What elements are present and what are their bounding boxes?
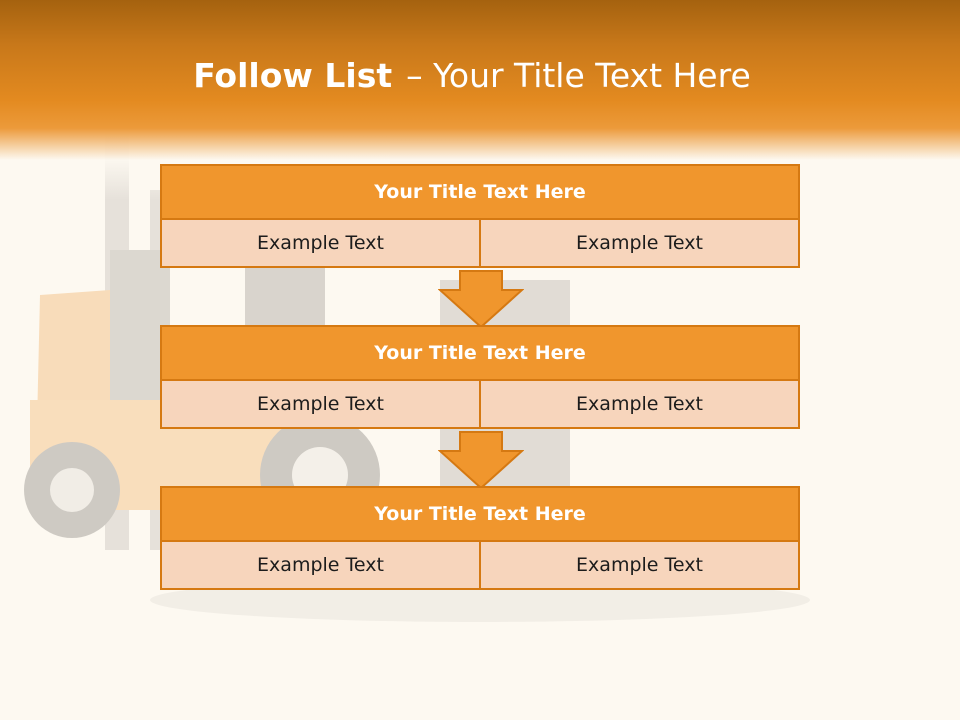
title-bold: Follow List [193, 56, 393, 95]
block-cell-right: Example Text [481, 381, 800, 429]
block-cell-left: Example Text [160, 220, 481, 268]
list-block-2: Your Title Text Here Example Text Exampl… [160, 325, 800, 429]
slide-title: Follow List – Your Title Text Here [0, 56, 944, 95]
down-arrow-icon [438, 431, 524, 489]
list-block-1: Your Title Text Here Example Text Exampl… [160, 164, 800, 268]
block-title: Your Title Text Here [160, 164, 800, 220]
block-cell-left: Example Text [160, 381, 481, 429]
block-row: Example Text Example Text [160, 542, 800, 590]
block-cell-right: Example Text [481, 220, 800, 268]
block-title: Your Title Text Here [160, 486, 800, 542]
down-arrow-icon [438, 270, 524, 328]
title-rest: – Your Title Text Here [406, 56, 751, 95]
block-cell-left: Example Text [160, 542, 481, 590]
block-row: Example Text Example Text [160, 381, 800, 429]
list-block-3: Your Title Text Here Example Text Exampl… [160, 486, 800, 590]
block-cell-right: Example Text [481, 542, 800, 590]
block-title: Your Title Text Here [160, 325, 800, 381]
block-row: Example Text Example Text [160, 220, 800, 268]
